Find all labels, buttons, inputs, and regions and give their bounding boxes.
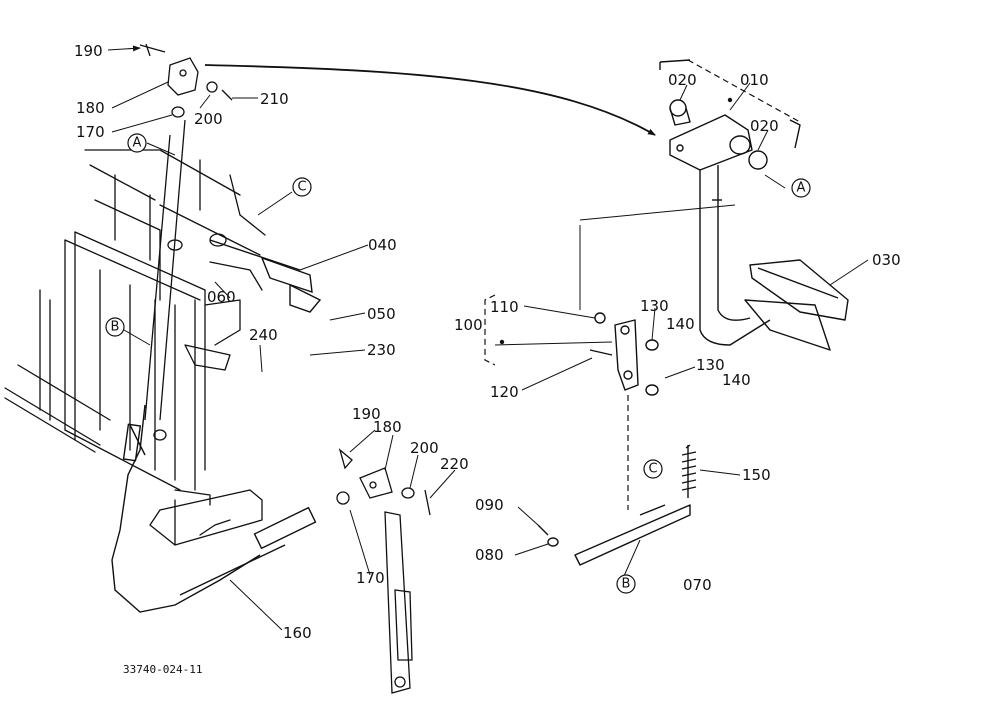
throttle-cable	[111, 404, 317, 613]
ref-c-left: C	[292, 177, 312, 197]
ref-a-right: A	[791, 178, 811, 198]
label-180-bottom: 180	[373, 418, 402, 436]
svg-text:B: B	[111, 320, 120, 335]
label-170-bottom: 170	[356, 569, 385, 587]
label-150: 150	[742, 466, 771, 484]
svg-text:C: C	[297, 180, 306, 195]
callout-labels: 190 180 170 200 210 040 060 050 240 230 …	[74, 42, 901, 676]
label-160: 160	[283, 624, 312, 642]
label-200-bottom: 200	[410, 439, 439, 457]
label-100: 100	[454, 316, 483, 334]
label-060: 060	[207, 288, 236, 306]
label-010: 010	[740, 71, 769, 89]
label-170-top: 170	[76, 123, 105, 141]
label-190-top: 190	[74, 42, 103, 60]
label-140-top: 140	[666, 315, 695, 333]
label-220: 220	[440, 455, 469, 473]
dot-markers	[499, 97, 733, 345]
label-030: 030	[872, 251, 901, 269]
label-080: 080	[475, 546, 504, 564]
svg-text:C: C	[648, 462, 657, 477]
lower-link	[336, 448, 431, 694]
label-230: 230	[367, 341, 396, 359]
label-130-top: 130	[640, 297, 669, 315]
pedal-assembly	[537, 59, 849, 566]
label-040: 040	[368, 236, 397, 254]
label-200-top: 200	[194, 110, 223, 128]
leader-lines	[107, 45, 869, 631]
label-180-top: 180	[76, 99, 105, 117]
label-240: 240	[249, 326, 278, 344]
label-130-bottom: 130	[696, 356, 725, 374]
rod-040	[209, 239, 322, 313]
frame-assembly	[4, 149, 266, 546]
connection-arrow	[204, 64, 656, 136]
label-020-left: 020	[668, 71, 697, 89]
ref-c-right: C	[643, 459, 663, 479]
ref-a-left: A	[127, 133, 147, 153]
label-020-right: 020	[750, 117, 779, 135]
label-120: 120	[490, 383, 519, 401]
ref-b-left: B	[105, 317, 125, 337]
label-190-bottom: 190	[352, 405, 381, 423]
ref-b-right: B	[616, 574, 636, 594]
label-090: 090	[475, 496, 504, 514]
label-070: 070	[683, 576, 712, 594]
figure-code: 33740-024-11	[123, 663, 202, 676]
label-110: 110	[490, 298, 519, 316]
label-210: 210	[260, 90, 289, 108]
top-clevis	[139, 43, 233, 421]
reference-markers: A C B A C B	[105, 133, 811, 594]
svg-text:A: A	[797, 181, 806, 196]
label-140-bottom: 140	[722, 371, 751, 389]
svg-text:B: B	[622, 577, 631, 592]
label-050: 050	[367, 305, 396, 323]
svg-text:A: A	[133, 136, 142, 151]
